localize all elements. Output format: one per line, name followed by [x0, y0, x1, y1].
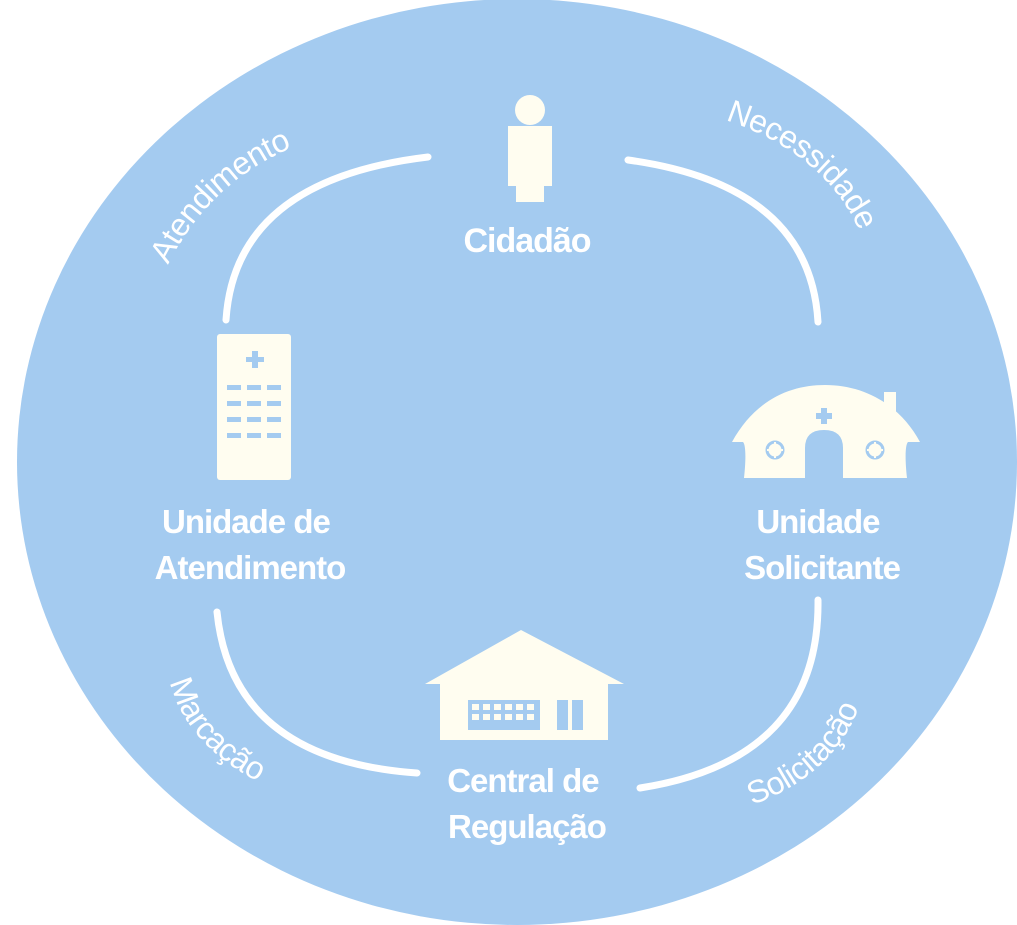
unidade-solicitante-label: Unidade Solicitante [744, 503, 901, 586]
unidade-atendimento-line2: Atendimento [155, 549, 346, 586]
clinic-icon [732, 385, 920, 478]
arc-atendimento-to-cidadao [222, 153, 432, 324]
hospital-icon [217, 334, 291, 480]
cidadao-label: Cidadão [463, 222, 590, 260]
unidade-atendimento-label: Unidade de Atendimento [155, 503, 346, 586]
unidade-solicitante-line2: Solicitante [744, 549, 901, 586]
arc-cidadao-to-solicitante [624, 156, 822, 326]
arc-solicitante-to-central [636, 596, 822, 792]
cycle-arcs [213, 153, 822, 792]
person-icon [508, 95, 552, 202]
central-regulacao-line1: Central de [447, 762, 599, 799]
central-regulacao-label: Central de Regulação [447, 762, 607, 845]
central-regulacao-line2: Regulação [448, 808, 606, 845]
arc-central-to-atendimento [213, 608, 421, 777]
house-icon [425, 630, 624, 740]
unidade-solicitante-line1: Unidade [756, 503, 880, 540]
unidade-atendimento-line1: Unidade de [162, 503, 331, 540]
background-circle [17, 0, 1017, 925]
